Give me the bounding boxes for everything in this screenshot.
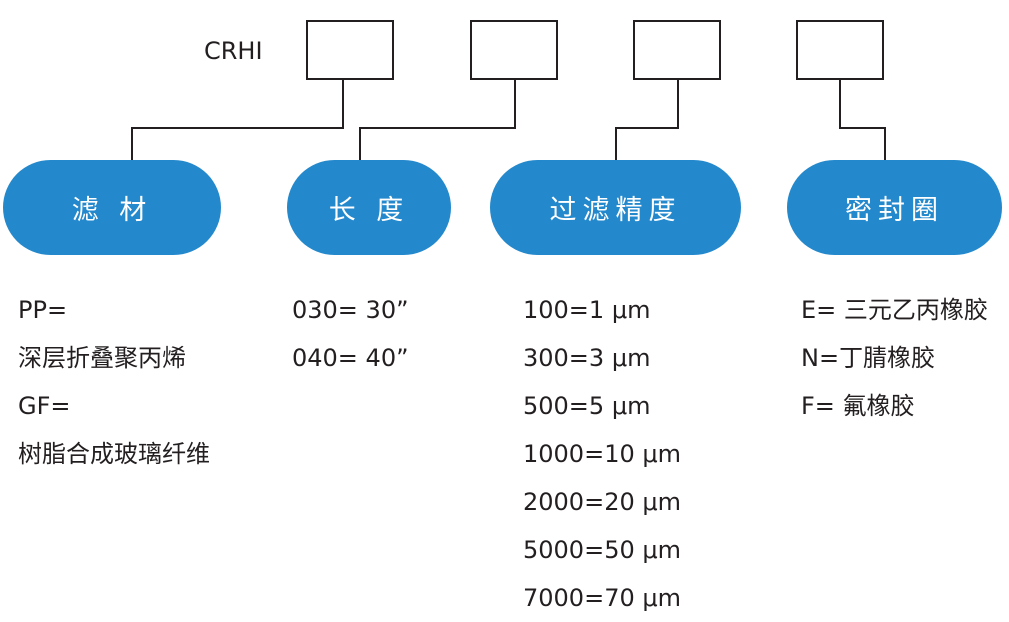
option-item: 树脂合成玻璃纤维 <box>18 440 210 468</box>
category-label: 长 度 <box>328 195 410 226</box>
option-list-length: 030= 30” 040= 40” <box>292 286 409 382</box>
option-item: 1000=10 μm <box>523 440 682 468</box>
category-label: 过滤精度 <box>549 195 682 226</box>
option-item: 030= 30” <box>292 296 409 324</box>
option-item: E= 三元乙丙橡胶 <box>801 296 988 324</box>
model-prefix: CRHI <box>204 37 263 65</box>
option-list-filter-material: PP= 深层折叠聚丙烯 GF= 树脂合成玻璃纤维 <box>18 286 210 478</box>
connector-filter-precision <box>615 80 679 160</box>
code-box-seal <box>796 20 884 80</box>
option-item: 2000=20 μm <box>523 488 682 516</box>
category-pill-filter-material: 滤 材 <box>3 160 221 255</box>
option-item: GF= <box>18 392 71 420</box>
code-box-length <box>470 20 558 80</box>
code-box-filter-precision <box>633 20 721 80</box>
connector-filter-material <box>131 80 344 160</box>
option-item: N=丁腈橡胶 <box>801 344 936 372</box>
option-item: 100=1 μm <box>523 296 651 324</box>
option-item: F= 氟橡胶 <box>801 392 915 420</box>
category-label: 密封圈 <box>845 195 944 226</box>
option-item: 5000=50 μm <box>523 536 682 564</box>
connector-length <box>359 80 516 160</box>
option-item: 040= 40” <box>292 344 409 372</box>
code-box-filter-material <box>306 20 394 80</box>
category-pill-seal: 密封圈 <box>787 160 1002 255</box>
option-list-filter-precision: 100=1 μm 300=3 μm 500=5 μm 1000=10 μm 20… <box>523 286 681 622</box>
category-label: 滤 材 <box>71 195 153 226</box>
option-item: 500=5 μm <box>523 392 651 420</box>
option-item: 深层折叠聚丙烯 <box>18 344 186 372</box>
category-pill-length: 长 度 <box>287 160 451 255</box>
option-item: 300=3 μm <box>523 344 651 372</box>
option-item: PP= <box>18 296 68 324</box>
connector-seal <box>839 80 886 160</box>
option-list-seal: E= 三元乙丙橡胶 N=丁腈橡胶 F= 氟橡胶 <box>801 286 988 430</box>
option-item: 7000=70 μm <box>523 584 682 612</box>
category-pill-filter-precision: 过滤精度 <box>490 160 741 255</box>
